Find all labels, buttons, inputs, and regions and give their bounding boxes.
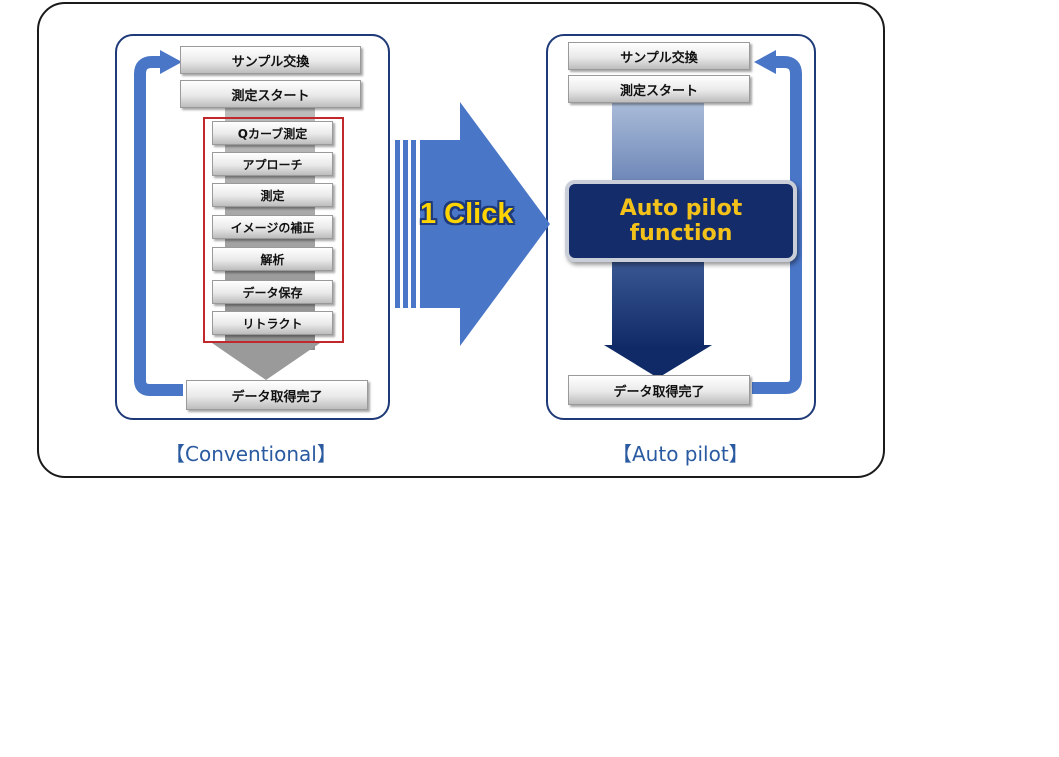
auto-pilot-function-box: Auto pilot function (565, 180, 797, 262)
autopilot-loop-arrowhead (754, 50, 776, 74)
autopilot-step-data-acquired: データ取得完了 (568, 375, 750, 405)
conventional-step-data-acquired: データ取得完了 (186, 380, 368, 410)
conventional-step-measure-start: 測定スタート (180, 80, 361, 108)
process-step-image-correction: イメージの補正 (212, 215, 333, 239)
auto-pilot-function-line1: Auto pilot (619, 196, 743, 221)
process-step-q-curve: Qカーブ測定 (212, 121, 333, 145)
big-arrow-stripe-1 (395, 140, 400, 308)
big-arrow-stripe-2 (403, 140, 408, 308)
conventional-loop-arrow (134, 56, 183, 396)
process-outline (203, 117, 344, 343)
autopilot-flow-arrowhead (604, 345, 712, 378)
process-step-retract: リトラクト (212, 311, 333, 335)
autopilot-step-measure-start: 測定スタート (568, 75, 750, 103)
one-click-label: 1 Click (420, 198, 514, 230)
autopilot-caption: 【Auto pilot】 (612, 442, 749, 466)
auto-pilot-function-line2: function (629, 221, 733, 246)
autopilot-step-sample-exchange: サンプル交換 (568, 42, 750, 70)
conventional-caption: 【Conventional】 (165, 442, 337, 466)
conventional-step-sample-exchange: サンプル交換 (180, 46, 361, 74)
process-step-measure: 測定 (212, 183, 333, 207)
big-arrow (420, 102, 550, 346)
big-arrow-stripe-3 (411, 140, 416, 308)
process-step-approach: アプローチ (212, 152, 333, 176)
process-step-data-save: データ保存 (212, 280, 333, 304)
conventional-flow-arrowhead (212, 343, 320, 380)
conventional-loop-arrowhead (160, 50, 182, 74)
process-step-analysis: 解析 (212, 247, 333, 271)
